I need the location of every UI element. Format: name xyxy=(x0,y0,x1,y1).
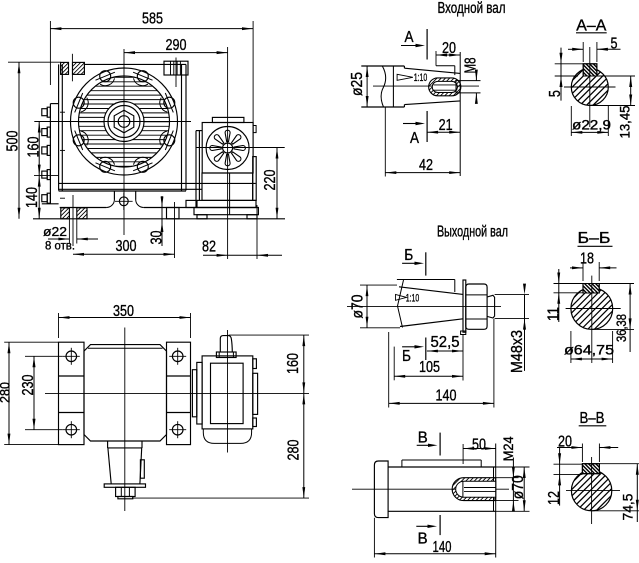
svg-text:140: 140 xyxy=(436,388,457,405)
svg-text:Входной вал: Входной вал xyxy=(438,0,506,17)
svg-text:5: 5 xyxy=(547,90,564,97)
svg-text:А: А xyxy=(410,130,420,147)
svg-text:А–А: А–А xyxy=(576,17,607,34)
svg-text:585: 585 xyxy=(142,11,163,28)
svg-text:ø22: ø22 xyxy=(43,224,67,239)
svg-text:ø64,75: ø64,75 xyxy=(564,343,614,358)
svg-text:Б–Б: Б–Б xyxy=(578,230,611,247)
svg-text:160: 160 xyxy=(26,136,43,157)
svg-text:160: 160 xyxy=(285,353,302,374)
svg-text:5: 5 xyxy=(611,36,618,53)
svg-text:74,5: 74,5 xyxy=(620,494,635,521)
svg-text:20: 20 xyxy=(558,434,572,451)
svg-text:В: В xyxy=(418,530,428,547)
svg-text:220: 220 xyxy=(262,169,279,190)
svg-text:Б: Б xyxy=(404,247,413,264)
svg-text:500: 500 xyxy=(5,130,22,151)
svg-text:1:10: 1:10 xyxy=(406,292,420,304)
svg-text:12: 12 xyxy=(546,491,563,505)
svg-text:ø70: ø70 xyxy=(510,475,527,499)
svg-text:42: 42 xyxy=(419,157,433,174)
svg-text:В–В: В–В xyxy=(580,410,605,427)
svg-text:11: 11 xyxy=(546,307,563,321)
svg-text:280: 280 xyxy=(286,439,303,460)
svg-text:105: 105 xyxy=(419,359,440,376)
svg-text:20: 20 xyxy=(442,40,456,57)
svg-text:30: 30 xyxy=(149,230,166,244)
svg-text:300: 300 xyxy=(116,238,137,255)
svg-text:280: 280 xyxy=(0,382,13,403)
svg-text:13,45: 13,45 xyxy=(617,106,632,139)
svg-text:230: 230 xyxy=(20,374,37,395)
svg-text:M8: M8 xyxy=(463,58,480,74)
svg-text:18: 18 xyxy=(580,251,594,268)
svg-text:140: 140 xyxy=(24,187,41,208)
svg-text:52,5: 52,5 xyxy=(431,334,460,351)
svg-text:50: 50 xyxy=(472,436,486,453)
svg-text:140: 140 xyxy=(433,539,452,556)
svg-text:36,38: 36,38 xyxy=(614,314,629,342)
svg-text:ø25: ø25 xyxy=(349,72,366,96)
svg-text:М48х3: М48х3 xyxy=(509,330,526,373)
svg-text:Б: Б xyxy=(402,348,411,365)
svg-text:1:10: 1:10 xyxy=(414,72,428,84)
svg-text:Выходной вал: Выходной вал xyxy=(437,224,508,241)
svg-text:82: 82 xyxy=(202,238,216,255)
svg-text:350: 350 xyxy=(113,303,134,320)
svg-text:М24: М24 xyxy=(501,436,516,461)
svg-text:ø22,9: ø22,9 xyxy=(572,118,611,133)
svg-text:ø70: ø70 xyxy=(350,294,367,318)
svg-text:В: В xyxy=(418,429,428,446)
svg-text:8 отв.: 8 отв. xyxy=(45,241,75,253)
svg-text:21: 21 xyxy=(439,117,453,134)
svg-text:А: А xyxy=(405,29,415,46)
svg-text:290: 290 xyxy=(166,37,187,54)
